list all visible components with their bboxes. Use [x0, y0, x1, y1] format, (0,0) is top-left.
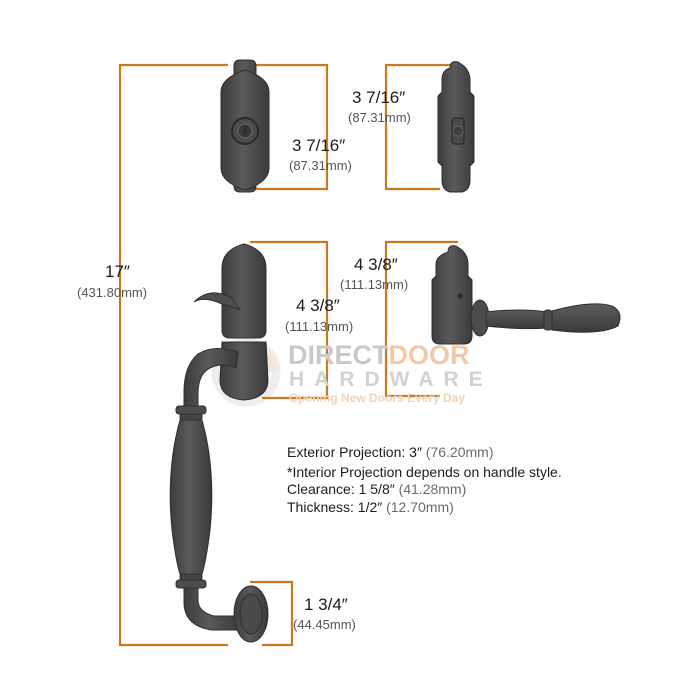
- spec-clearance-metric: (41.28mm): [394, 481, 467, 497]
- bottom-rosette-metric: (44.45mm): [293, 617, 356, 632]
- spec-thickness: Thickness: 1/2″ (12.70mm): [287, 499, 454, 515]
- spec-exterior-projection-metric: (76.20mm): [421, 444, 494, 460]
- overall-height-bracket: [118, 63, 228, 647]
- handleset-interior: [431, 245, 621, 345]
- watermark-brand-line2: HARDWARE: [289, 368, 493, 391]
- bottom-rosette-fraction: 1 3/4″: [304, 595, 348, 614]
- handle-plate-interior-bracket: [384, 240, 458, 398]
- deadbolt-interior-bracket: [384, 63, 458, 191]
- deadbolt-exterior-bracket: [255, 63, 329, 191]
- handle-plate-exterior-bracket: [250, 240, 329, 400]
- deadbolt-exterior-metric: (87.31mm): [289, 158, 352, 173]
- spec-thickness-label: Thickness: 1/2″: [287, 499, 383, 515]
- dimension-lines: [118, 63, 458, 647]
- spec-exterior-projection-label: Exterior Projection: 3″: [287, 444, 422, 460]
- deadbolt-interior: [437, 61, 475, 193]
- deadbolt-interior-fraction: 3 7/16″: [352, 88, 406, 107]
- spec-interior-projection-note: *Interior Projection depends on handle s…: [287, 464, 562, 480]
- spec-thickness-metric: (12.70mm): [382, 499, 454, 515]
- watermark-brand-part-b: DOOR: [388, 340, 470, 370]
- handle-plate-interior-metric: (111.13mm): [340, 277, 409, 292]
- spec-exterior-projection: Exterior Projection: 3″ (76.20mm): [287, 444, 493, 460]
- overall-height-metric: (431.80mm): [77, 285, 148, 300]
- handle-plate-exterior-metric: (111.13mm): [285, 319, 354, 334]
- deadbolt-exterior-fraction: 3 7/16″: [292, 136, 346, 155]
- watermark-tagline: Opening New Doors Every Day: [289, 391, 466, 405]
- watermark-brand: DIRECTDOOR: [288, 340, 470, 371]
- overall-height-fraction: 17″: [105, 262, 130, 281]
- bottom-rosette-bracket: [250, 580, 294, 647]
- deadbolt-interior-metric: (87.31mm): [348, 110, 411, 125]
- handle-plate-interior-fraction: 4 3/8″: [354, 255, 398, 274]
- spec-clearance-label: Clearance: 1 5/8″: [287, 481, 395, 497]
- spec-clearance: Clearance: 1 5/8″ (41.28mm): [287, 481, 466, 497]
- deadbolt-exterior: [220, 59, 270, 193]
- handle-plate-exterior-fraction: 4 3/8″: [296, 296, 340, 315]
- handleset-exterior: [169, 243, 269, 643]
- spec-interior-projection-label: *Interior Projection depends on handle s…: [287, 464, 562, 480]
- watermark-brand-part-a: DIRECT: [288, 340, 389, 370]
